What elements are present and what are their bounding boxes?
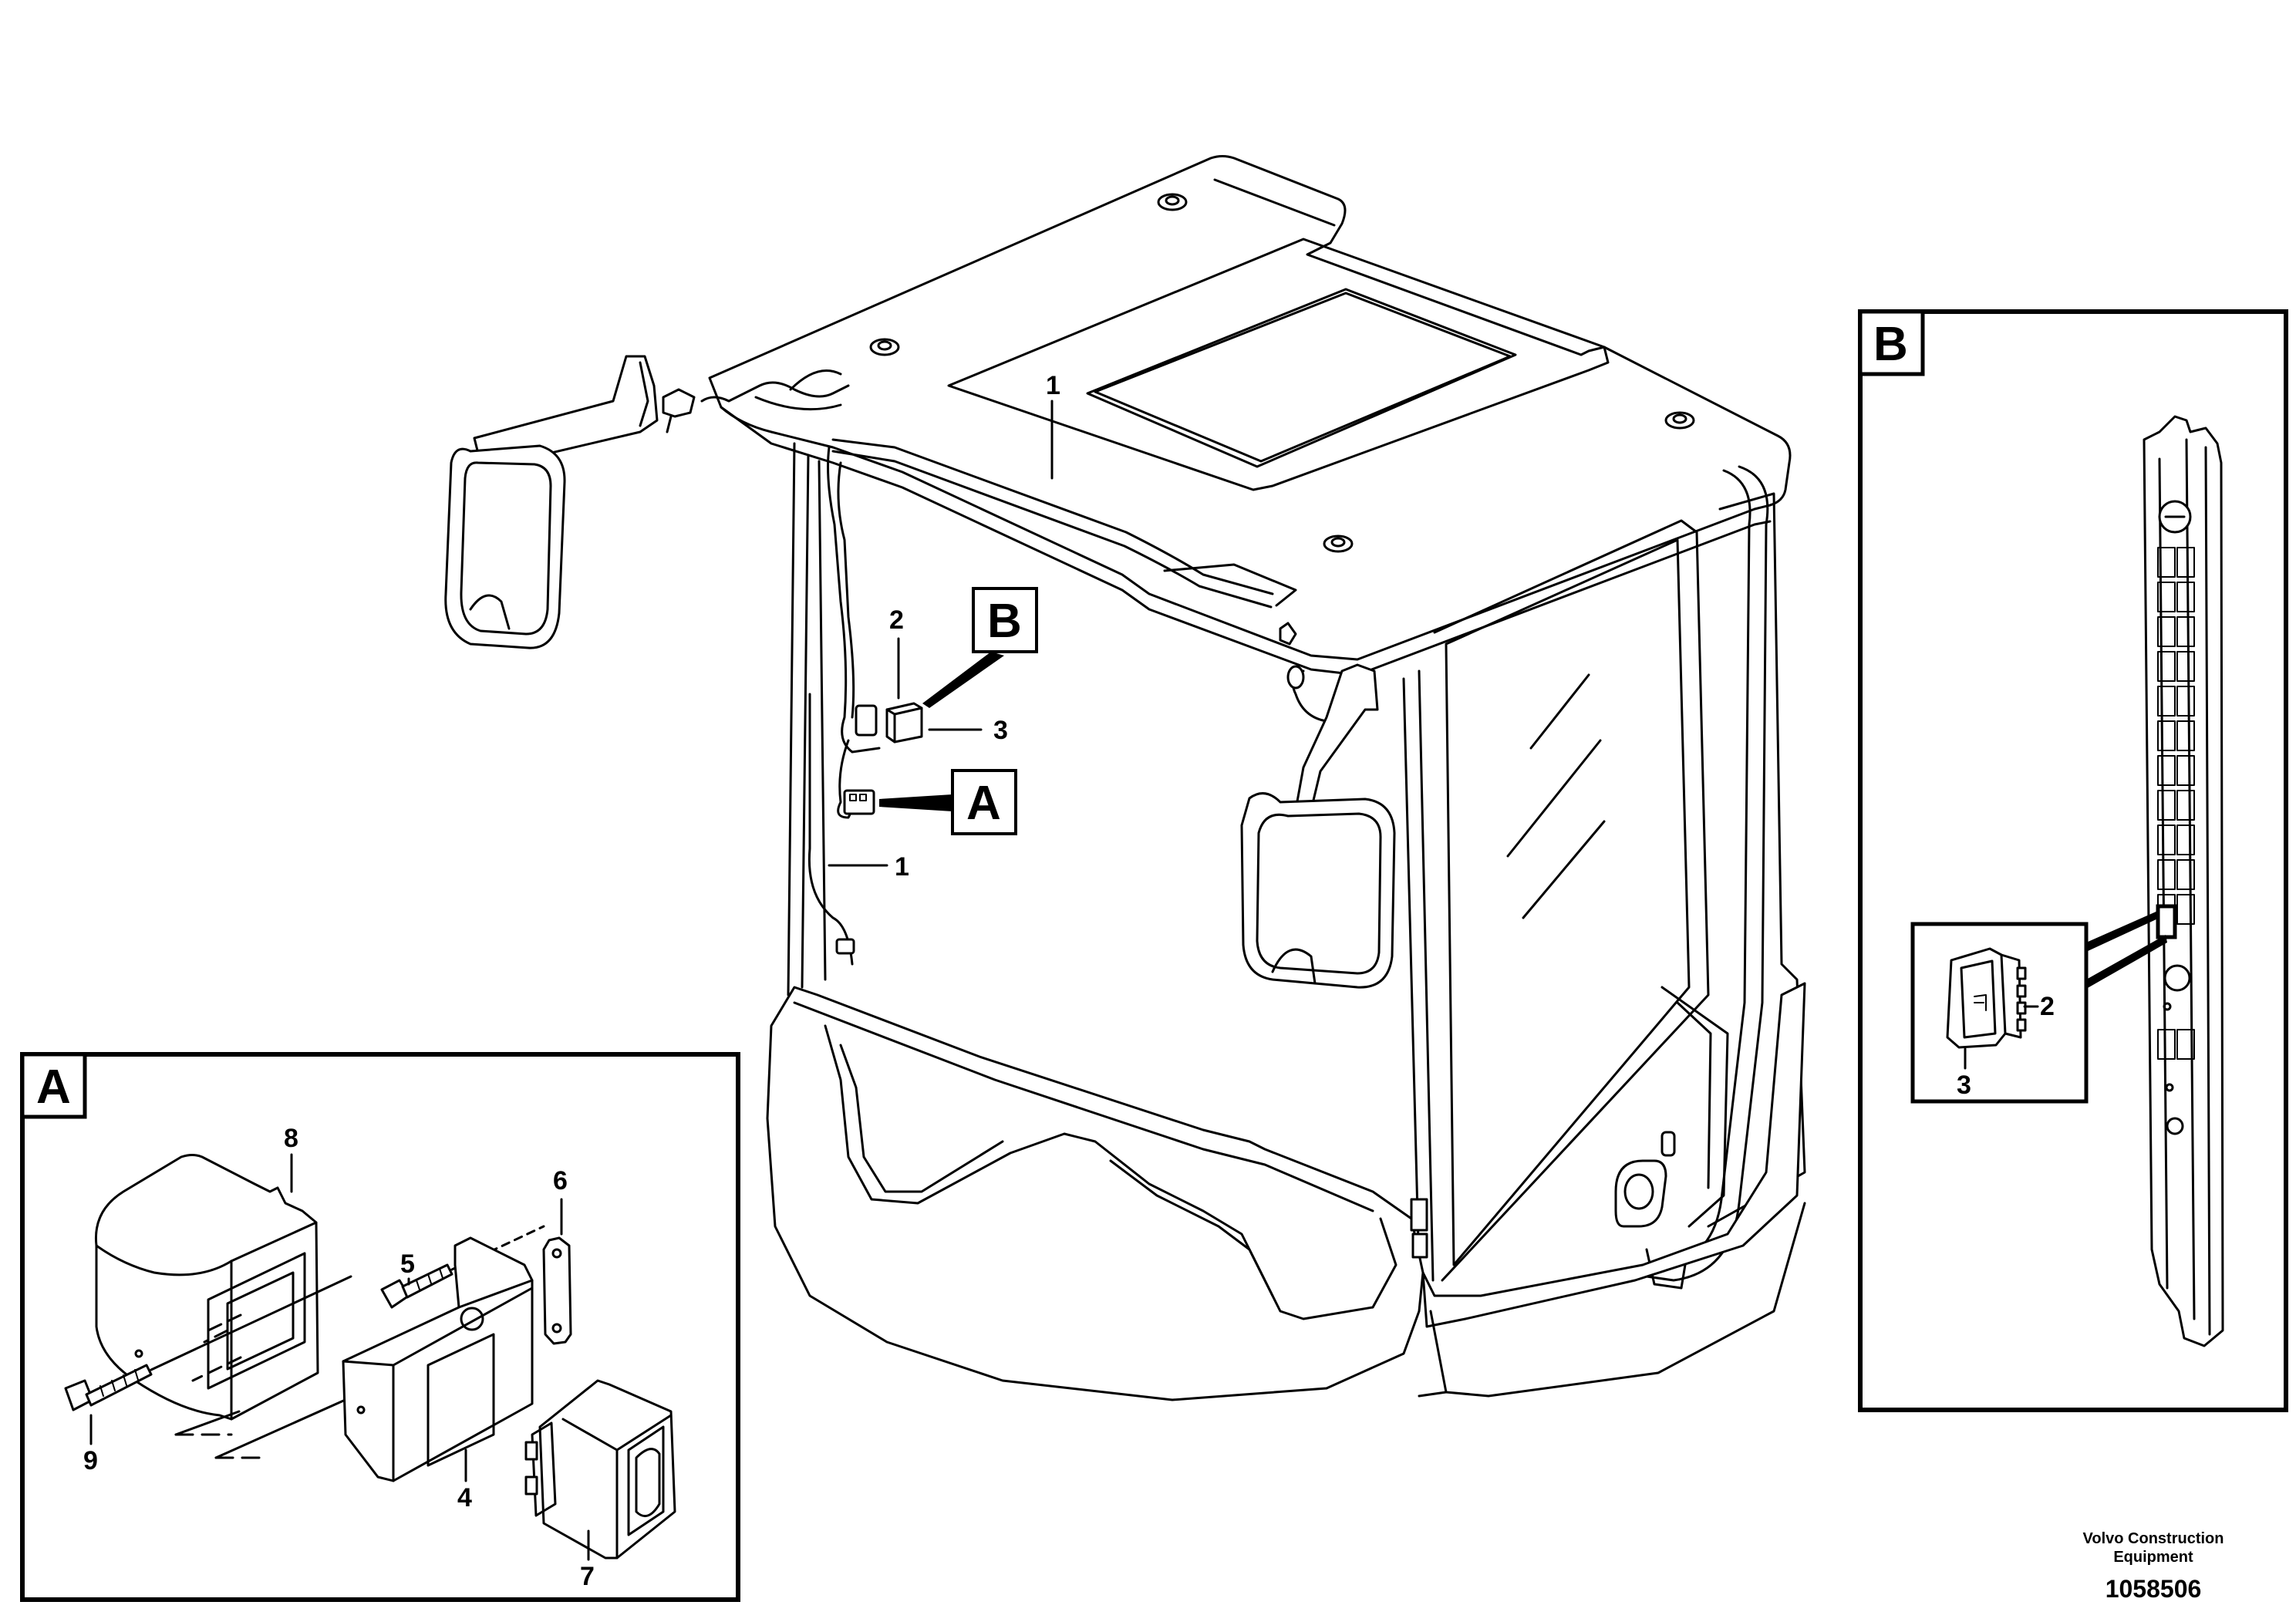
detail-a-title: A	[36, 1061, 71, 1114]
detail-a-panel: A 8 9	[20, 1052, 740, 1602]
bracket	[342, 1236, 534, 1482]
callout-a-4: 4	[457, 1483, 472, 1512]
callout-a-6: 6	[553, 1166, 568, 1195]
company-name-line1: Volvo Construction	[2083, 1530, 2224, 1547]
detail-b-reference-box	[972, 587, 1038, 653]
callout-a-8: 8	[284, 1124, 298, 1153]
footer: Volvo Construction Equipment 1058506	[2083, 1530, 2224, 1603]
connector-b	[855, 702, 923, 744]
mirror-left	[444, 355, 696, 649]
callout-a-5: 5	[400, 1249, 415, 1279]
callouts-main: 1 2 3 B A 1	[828, 371, 1060, 882]
screw	[64, 1364, 153, 1411]
callout-b-3: 3	[1957, 1071, 1971, 1100]
callout-2: 2	[889, 605, 904, 635]
switch-cover	[94, 1154, 319, 1421]
detail-b-title: B	[1873, 318, 1908, 371]
mirror-right	[1240, 663, 1396, 989]
callout-a-7: 7	[580, 1562, 595, 1591]
spacer-block	[542, 1236, 572, 1345]
roof-bolts	[869, 193, 1695, 553]
cab-drawing	[700, 155, 1806, 1401]
bolt	[380, 1263, 453, 1309]
detail-a-reference-label: A	[966, 777, 1001, 830]
callout-b-2: 2	[2040, 992, 2055, 1021]
callout-1-roof: 1	[1046, 371, 1060, 400]
switch-slots	[2156, 547, 2195, 939]
switch-detail-inset	[1910, 910, 2167, 1104]
callout-a-9: 9	[83, 1446, 98, 1475]
switch-icon	[524, 1379, 676, 1560]
company-name-line2: Equipment	[2113, 1549, 2193, 1566]
switch-panel-column	[2143, 415, 2224, 1347]
detail-b-panel: B	[1858, 309, 2288, 1412]
connector-a	[835, 789, 875, 955]
drawing-number: 1058506	[2106, 1575, 2202, 1603]
callout-1-harness: 1	[895, 852, 909, 882]
callout-3: 3	[993, 716, 1008, 745]
detail-b-reference-label: B	[987, 595, 1022, 648]
